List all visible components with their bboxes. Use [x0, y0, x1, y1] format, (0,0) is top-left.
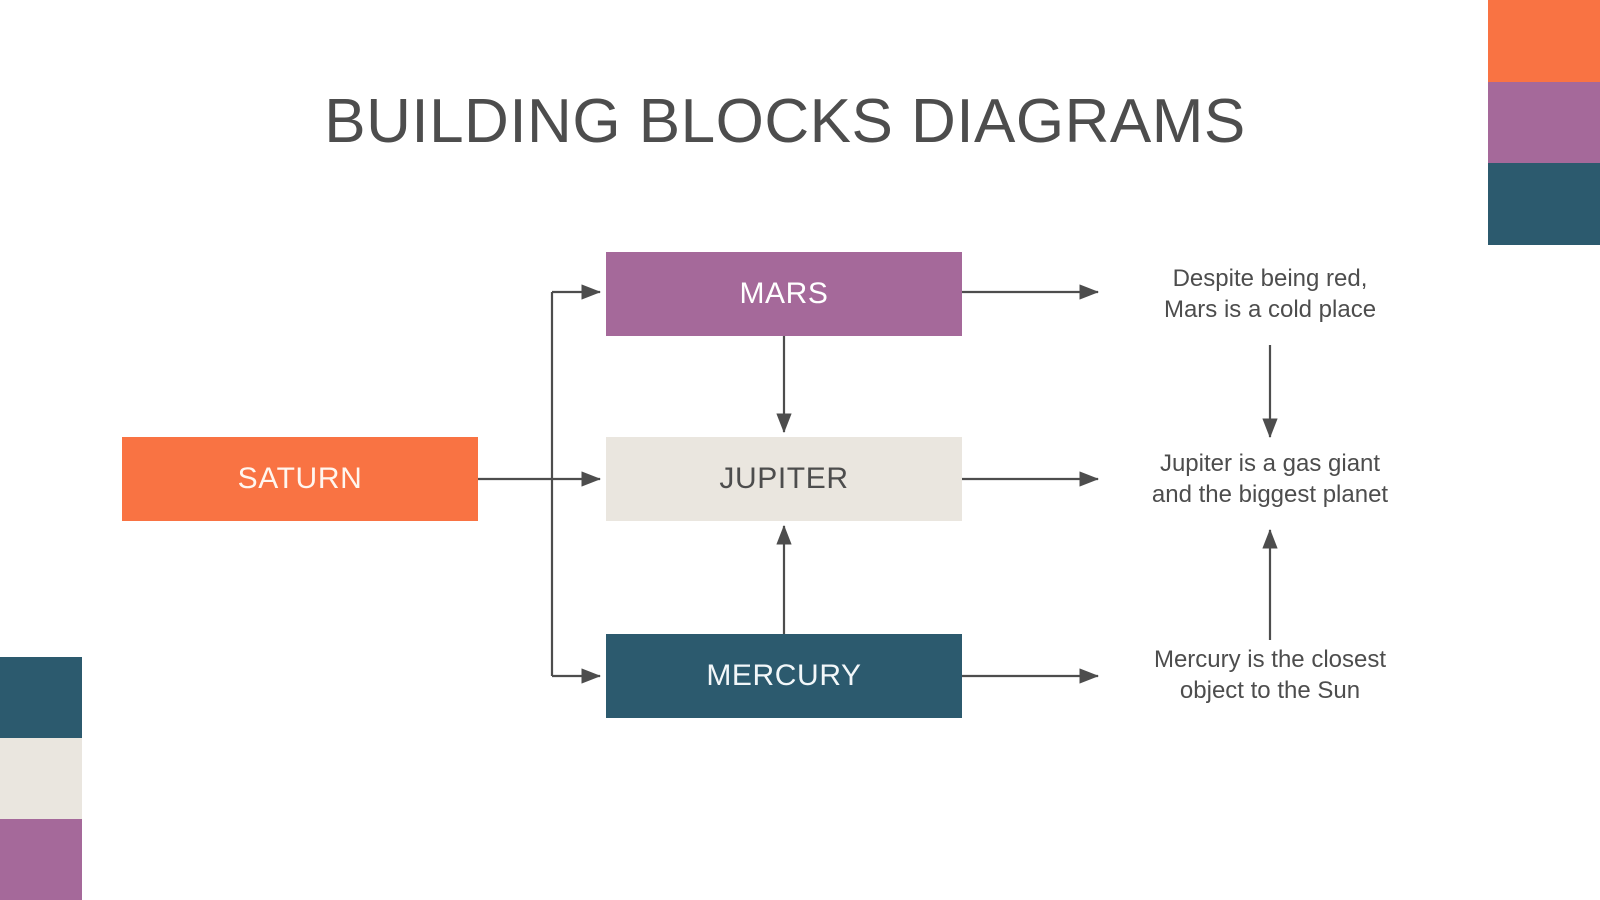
description-mercury-line2: object to the Sun [1179, 677, 1361, 704]
purple-segment [1488, 82, 1600, 163]
node-box-mercury[interactable]: MERCURY [606, 634, 962, 718]
teal-segment [1488, 163, 1600, 245]
node-label-mars: MARS [739, 277, 829, 310]
decoration-bottom-left [0, 657, 82, 900]
description-jupiter-line1: Jupiter is a gas giant [1159, 450, 1381, 477]
cream-segment [0, 738, 82, 819]
description-jupiter: Jupiter is a gas giant and the biggest p… [1110, 448, 1430, 510]
orange-segment [1488, 0, 1600, 82]
node-box-saturn[interactable]: SATURN [122, 437, 478, 521]
page-title: BUILDING BLOCKS DIAGRAMS [324, 87, 1246, 156]
decoration-top-right [1488, 0, 1600, 245]
description-mars-line1: Despite being red, [1172, 265, 1368, 292]
node-label-saturn: SATURN [237, 462, 363, 495]
description-jupiter-line2: and the biggest planet [1151, 481, 1389, 508]
description-mars: Despite being red, Mars is a cold place [1110, 263, 1430, 325]
purple-segment [0, 819, 82, 900]
node-label-mercury: MERCURY [706, 659, 862, 692]
description-mercury-line1: Mercury is the closest [1153, 646, 1387, 673]
node-box-mars[interactable]: MARS [606, 252, 962, 336]
teal-segment [0, 657, 82, 738]
node-box-jupiter[interactable]: JUPITER [606, 437, 962, 521]
node-label-jupiter: JUPITER [719, 462, 849, 495]
description-mercury: Mercury is the closest object to the Sun [1110, 644, 1430, 706]
description-mars-line2: Mars is a cold place [1163, 296, 1377, 323]
